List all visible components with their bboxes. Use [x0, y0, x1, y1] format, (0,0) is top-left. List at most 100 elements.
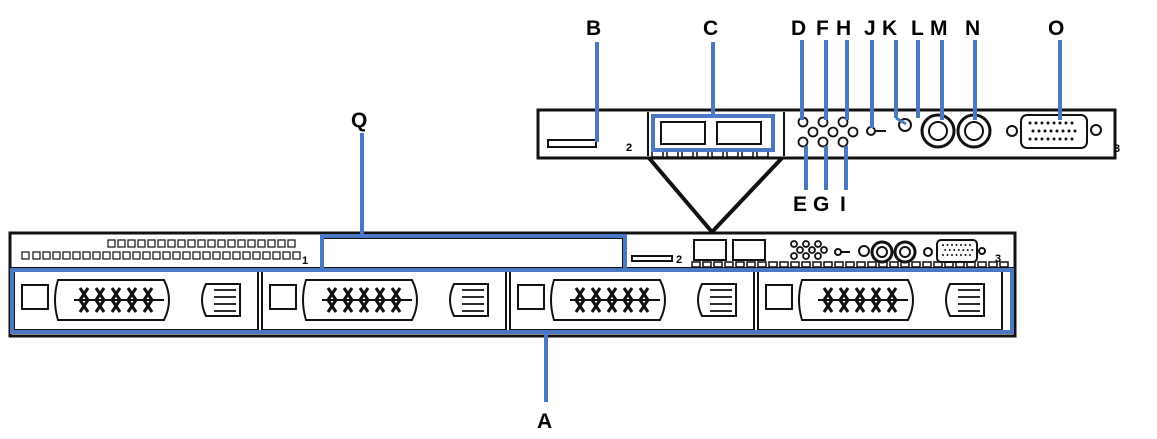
vent-hole: [207, 239, 216, 248]
vga-pin: [964, 254, 967, 256]
panel-tooth: [768, 261, 778, 268]
slot-number-2-front: 2: [676, 254, 682, 266]
panel-tooth: [691, 261, 701, 268]
vent-hole: [117, 239, 126, 248]
vga-pin: [957, 249, 960, 251]
vga-pin: [951, 244, 953, 246]
vga-pin: [1064, 121, 1068, 125]
zoom-status-led: [807, 126, 819, 138]
vent-hole: [102, 251, 111, 260]
panel-tooth: [713, 261, 723, 268]
vent-hole: [122, 251, 131, 260]
vent-hole: [267, 239, 276, 248]
label-a: A: [537, 410, 552, 433]
front-status-led: [814, 240, 822, 248]
reset-button-front: [893, 240, 917, 264]
drive-bay[interactable]: [261, 270, 507, 331]
vga-pin: [948, 249, 951, 251]
usb-port-zoom-2: [716, 121, 762, 145]
vent-hole: [82, 251, 91, 260]
panel-tooth: [779, 261, 789, 268]
drive-bay[interactable]: [13, 270, 259, 331]
vga-pin: [955, 254, 958, 256]
panel-tooth: [845, 261, 855, 268]
label-l: L: [911, 17, 924, 40]
vga-pin: [1073, 129, 1077, 133]
label-o: O: [1048, 17, 1064, 40]
vent-hole: [107, 239, 116, 248]
front-status-led: [796, 246, 804, 254]
optical-drive-slot-front: 2: [631, 254, 682, 266]
front-status-led: [808, 246, 816, 254]
vent-hole: [177, 239, 186, 248]
zoomed-control-panel: 2 3: [536, 108, 1120, 160]
zoom-status-led: [817, 136, 829, 148]
vga-pin: [1049, 129, 1053, 133]
label-h: H: [836, 17, 851, 40]
vent-hole: [237, 239, 246, 248]
vga-pin: [946, 254, 949, 256]
zoom-status-led: [827, 126, 839, 138]
vga-pin: [1052, 121, 1056, 125]
vga-pin: [1031, 129, 1035, 133]
vent-hole: [32, 251, 41, 260]
vga-pin: [946, 244, 949, 246]
vent-hole: [112, 251, 121, 260]
vent-hole: [21, 251, 30, 260]
vent-hole: [282, 251, 291, 260]
vga-pin: [962, 249, 965, 251]
drive-bay[interactable]: [757, 270, 1003, 331]
ventilation-grid: [21, 239, 301, 260]
vent-hole: [62, 251, 71, 260]
vga-pin: [960, 254, 962, 256]
vent-hole: [247, 239, 256, 248]
panel-tooth: [856, 261, 866, 268]
drive-bay[interactable]: [509, 270, 755, 331]
front-control-panel-small: 3: [691, 239, 1009, 268]
vga-pin: [971, 249, 974, 251]
vent-hole: [197, 239, 206, 248]
vga-pin: [969, 244, 971, 246]
vent-hole: [147, 239, 156, 248]
vga-pin: [942, 244, 944, 246]
panel-tooth: [911, 261, 921, 268]
panel-tooth: [757, 261, 767, 268]
vent-hole: [52, 251, 61, 260]
vent-hole: [262, 251, 271, 260]
panel-tooth: [988, 261, 998, 268]
panel-tooth: [724, 261, 734, 268]
vent-hole: [72, 251, 81, 260]
vga-pin: [1034, 121, 1038, 125]
panel-tooth: [834, 261, 844, 268]
vga-pin: [1061, 129, 1065, 133]
front-status-led: [790, 252, 798, 260]
label-b: B: [586, 17, 601, 40]
usb-port-front-2: [732, 239, 766, 261]
label-f: F: [816, 17, 829, 40]
panel-tooth: [812, 261, 822, 268]
vent-hole: [217, 239, 226, 248]
vent-hole: [132, 251, 141, 260]
vga-pin: [942, 254, 944, 256]
vga-pin: [1046, 121, 1050, 125]
panel-tooth: [746, 261, 756, 268]
vent-hole: [187, 239, 196, 248]
vga-pin: [953, 249, 956, 251]
vga-pin: [964, 244, 967, 246]
vga-pin: [1028, 137, 1032, 141]
vent-hole: [277, 239, 286, 248]
zoom-status-led: [837, 136, 849, 148]
vga-pin: [1052, 137, 1056, 141]
vga-pin: [955, 244, 958, 246]
label-j: J: [864, 17, 876, 40]
label-i: I: [840, 193, 846, 216]
vga-pin: [960, 244, 962, 246]
vga-pin: [1043, 129, 1047, 133]
vent-hole: [172, 251, 181, 260]
vga-pin: [1058, 121, 1062, 125]
vga-pin: [1034, 137, 1038, 141]
vent-hole: [92, 251, 101, 260]
vga-pin: [951, 254, 953, 256]
vga-pin: [1028, 121, 1032, 125]
